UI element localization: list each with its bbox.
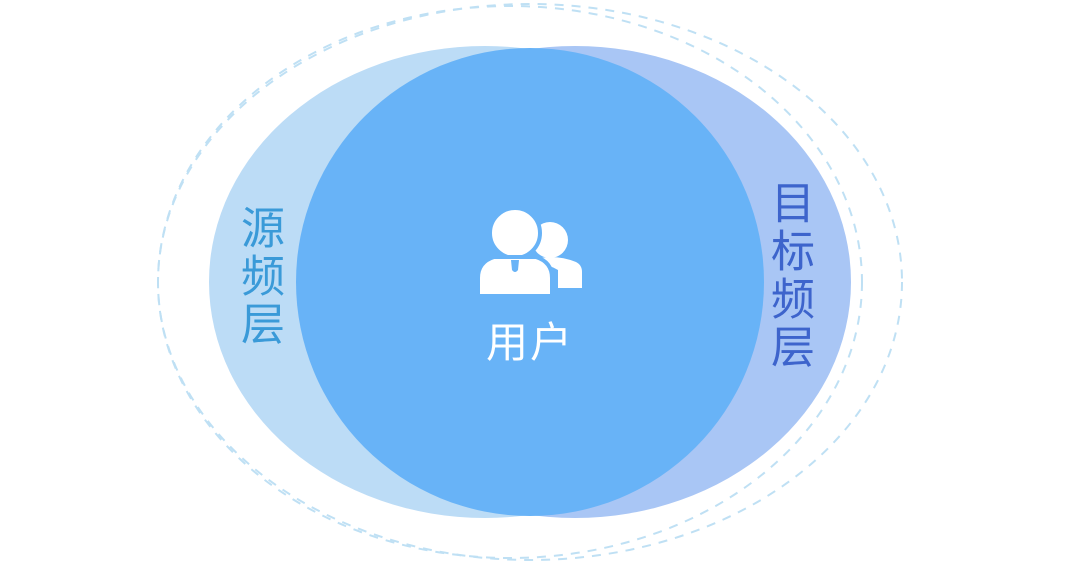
source-layer-label: 源频层 — [233, 205, 284, 349]
users-icon — [476, 206, 582, 298]
user-zone-label: 用户 — [485, 318, 574, 367]
outer-dashed-ring-inner — [157, 5, 863, 559]
target-layer-label: 目标频层 — [763, 180, 814, 372]
